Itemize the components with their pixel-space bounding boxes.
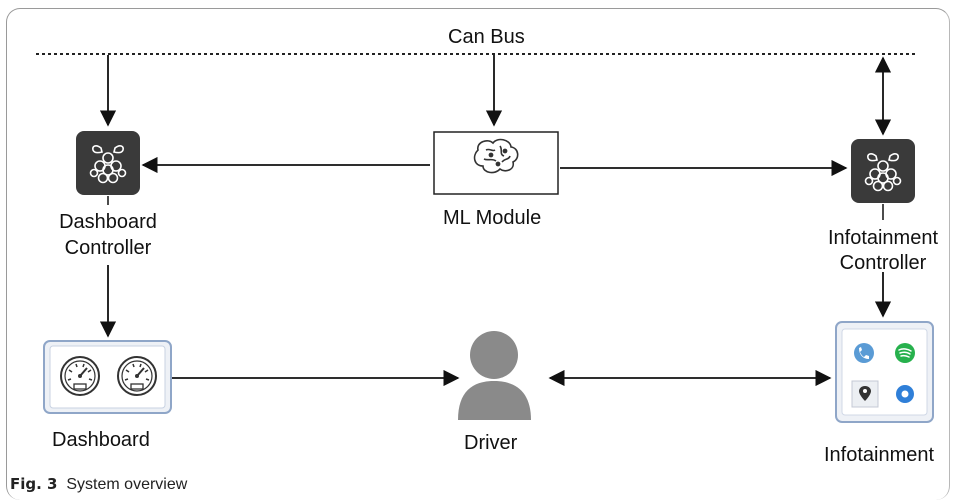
- maps-app-icon: [851, 380, 879, 408]
- figure-frame: [6, 8, 950, 500]
- figure-number: Fig. 3: [10, 475, 58, 493]
- ml-module-label: ML Module: [443, 207, 542, 229]
- person-icon: [458, 331, 531, 420]
- dashboard-controller-label-line2: Controller: [64, 237, 152, 259]
- ml-module-node: [433, 131, 559, 195]
- infotainment-controller-label-line1: Infotainment: [827, 227, 939, 249]
- tablet-apps-icon: [851, 343, 915, 408]
- infotainment-controller-label: Infotainment Controller: [818, 227, 948, 274]
- phone-app-icon: [854, 343, 874, 363]
- dashboard-controller-label-line1: Dashboard: [59, 211, 157, 233]
- infotainment-label: Infotainment: [824, 444, 935, 466]
- infotainment-node: [835, 321, 934, 423]
- can-bus-label: Can Bus: [448, 26, 525, 48]
- figure-caption: Fig. 3 System overview: [10, 474, 187, 495]
- brain-icon: [473, 138, 519, 174]
- driver-label: Driver: [464, 432, 518, 454]
- dashboard-label: Dashboard: [52, 429, 150, 451]
- dashboard-controller-label: Dashboard Controller: [48, 211, 168, 259]
- infotainment-controller-node: [851, 139, 915, 220]
- infotainment-controller-label-line2: Controller: [839, 252, 927, 274]
- dashboard-node: [43, 340, 172, 414]
- dashboard-controller-node: [76, 131, 140, 205]
- figure-caption-text: System overview: [66, 476, 188, 493]
